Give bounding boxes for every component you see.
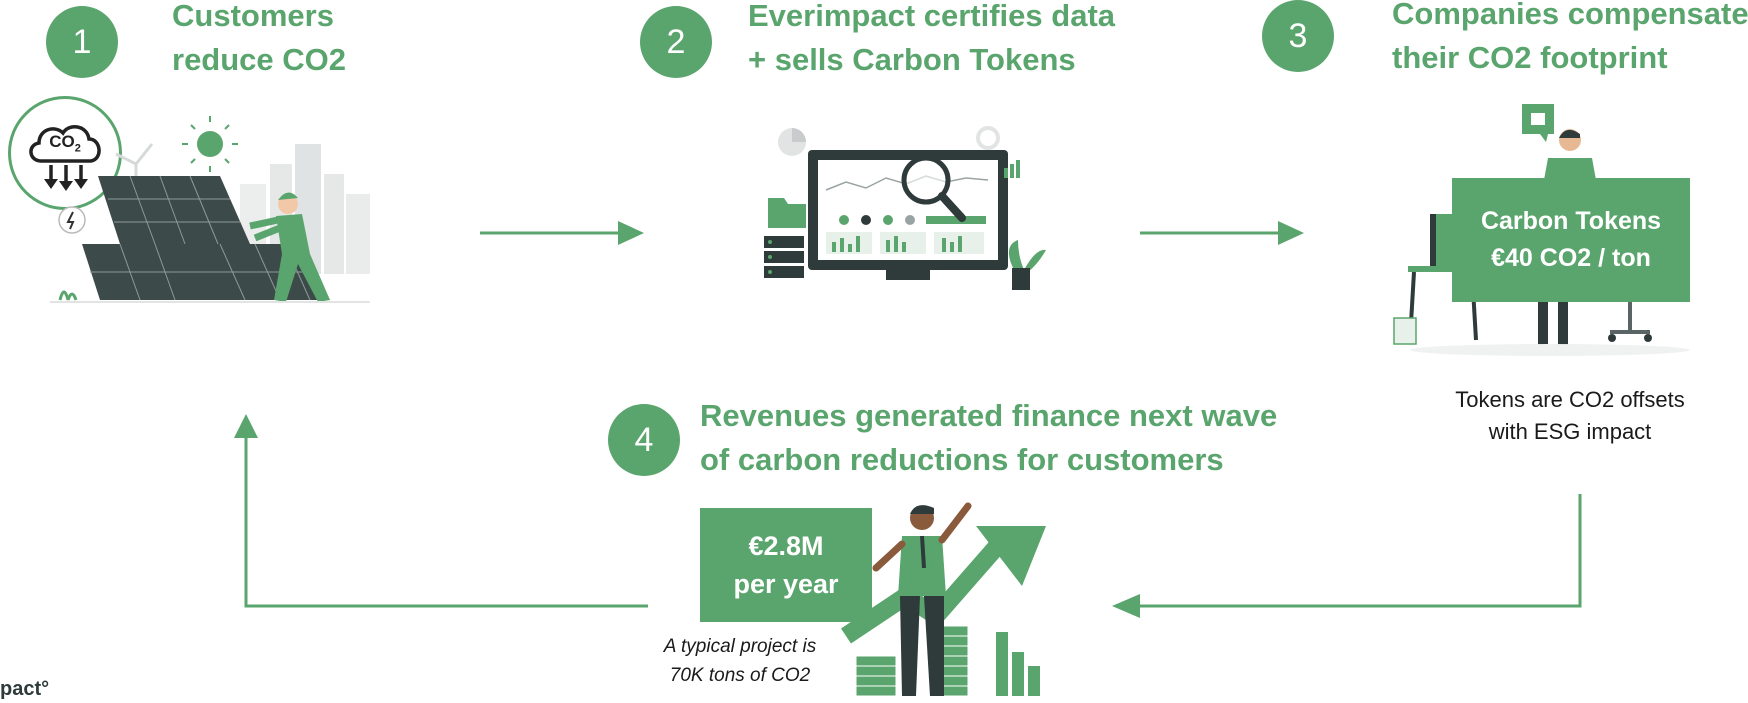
step-2-number: 2	[640, 6, 712, 78]
step-3-title-line2: their CO2 footprint	[1392, 40, 1668, 75]
project-note-line1: A typical project is	[663, 636, 817, 657]
project-note-line2: 70K tons of CO2	[669, 665, 811, 686]
arrow-right-icon	[480, 221, 644, 245]
co2-text: CO	[49, 132, 75, 151]
dashboard-illustration	[764, 126, 1046, 290]
step-3-title: Companies compensate their CO2 footprint	[1392, 0, 1748, 80]
revenue-line2: per year	[733, 569, 839, 599]
revenue-line1: €2.8M	[748, 531, 824, 561]
carbon-tokens-line2: €40 CO2 / ton	[1491, 244, 1651, 272]
co2-subscript: 2	[74, 142, 81, 155]
step-4-title-line2: of carbon reductions for customers	[700, 442, 1224, 477]
revenue-box: €2.8M per year	[700, 508, 872, 622]
step-4-title-line1: Revenues generated finance next wave	[700, 398, 1278, 433]
step-3-number: 3	[1262, 0, 1334, 72]
arrow-up-icon	[234, 414, 648, 608]
step-1-title-line1: Customers	[172, 0, 334, 33]
step-1-number: 1	[46, 6, 118, 78]
step-1-title: Customers reduce CO2	[172, 0, 346, 82]
step-2-title: Everimpact certifies data + sells Carbon…	[748, 0, 1115, 82]
tokens-note-line1: Tokens are CO2 offsets	[1455, 387, 1685, 412]
co2-cloud-icon	[29, 125, 101, 191]
solar-panel-illustration	[50, 116, 370, 303]
tokens-note-line2: with ESG impact	[1488, 419, 1652, 444]
step-4-number: 4	[608, 404, 680, 476]
arrow-right-icon	[1140, 221, 1304, 245]
project-note: A typical project is 70K tons of CO2	[640, 632, 840, 690]
carbon-tokens-line1: Carbon Tokens	[1480, 207, 1662, 235]
logo-fragment: pact°	[0, 678, 50, 700]
step-4-title: Revenues generated finance next wave of …	[700, 394, 1277, 482]
co2-label: CO2	[11, 132, 119, 154]
step-2-title-line1: Everimpact certifies data	[748, 0, 1116, 33]
carbon-tokens-box: Carbon Tokens €40 CO2 / ton	[1452, 178, 1690, 302]
step-1-title-line2: reduce CO2	[172, 42, 347, 77]
arrow-left-icon	[1112, 494, 1582, 618]
step-2-title-line2: + sells Carbon Tokens	[748, 42, 1076, 77]
step-3-title-line1: Companies compensate	[1392, 0, 1748, 31]
co2-badge: CO2	[8, 96, 122, 210]
tokens-note: Tokens are CO2 offsets with ESG impact	[1400, 384, 1740, 448]
growth-illustration	[841, 502, 1046, 697]
businessman-illustration	[1393, 104, 1690, 356]
